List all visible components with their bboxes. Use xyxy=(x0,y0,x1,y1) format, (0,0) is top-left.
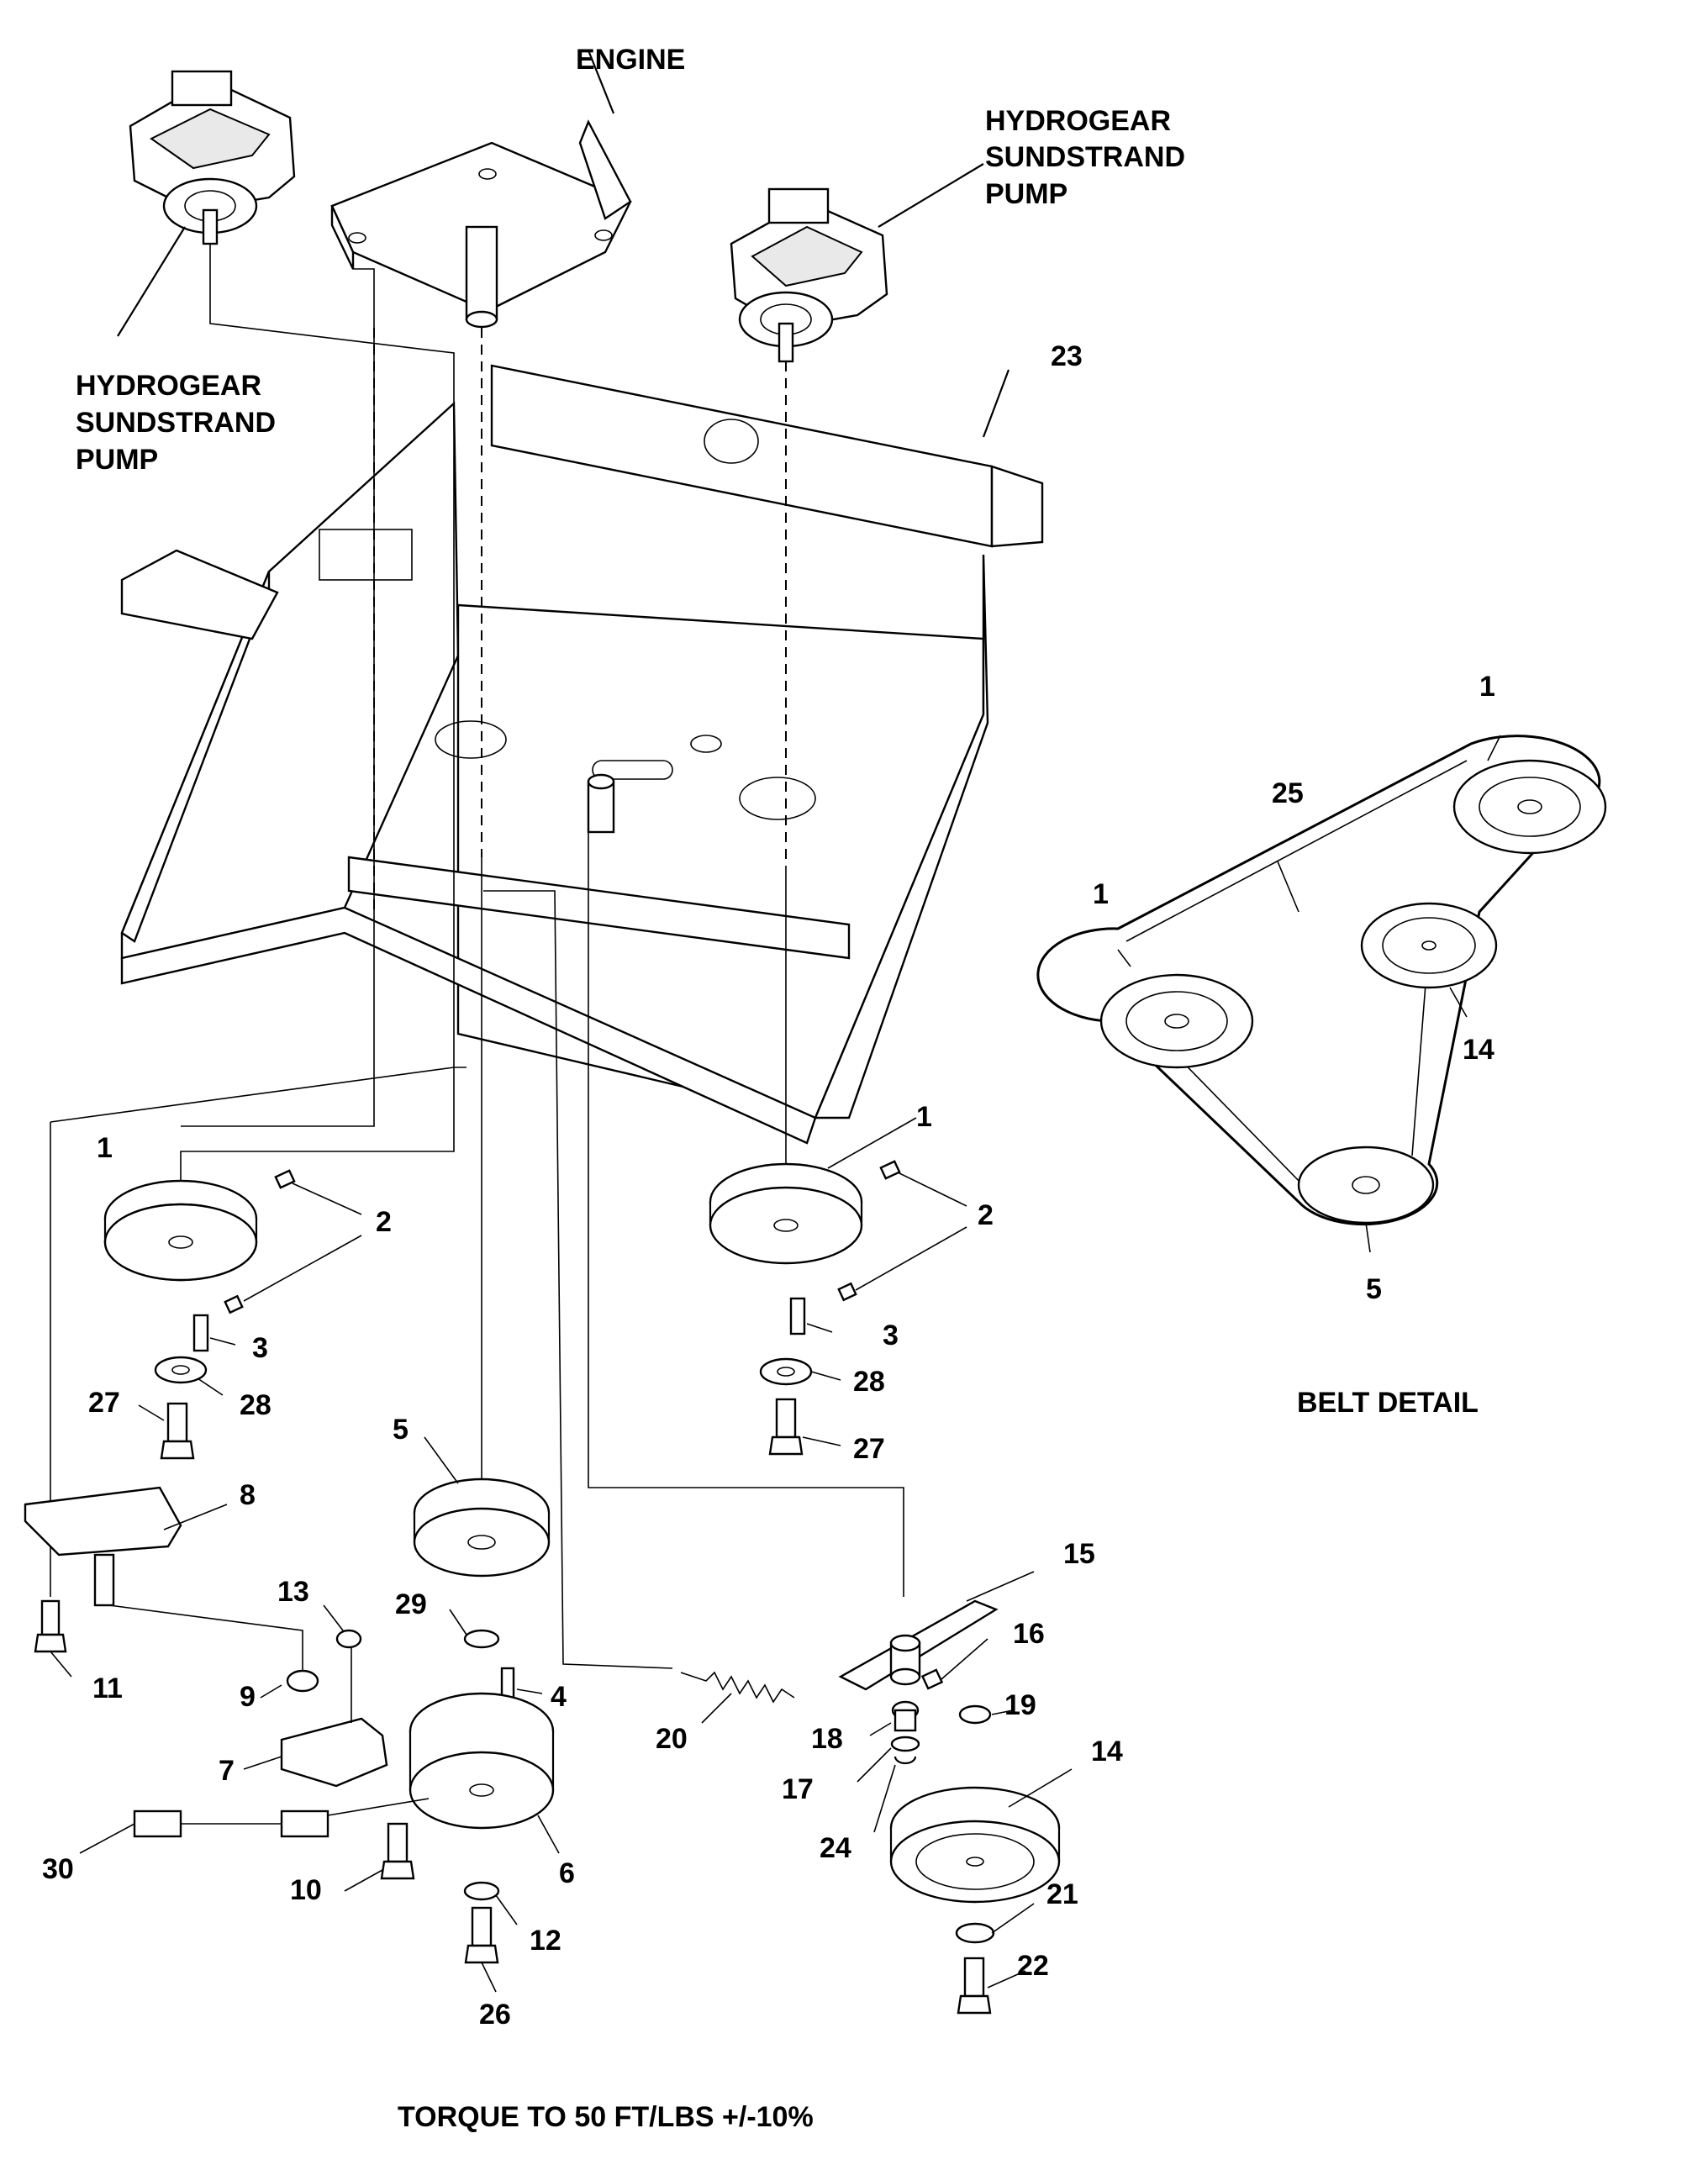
belt-detail xyxy=(1036,735,1607,1253)
callout-27-left: 27 xyxy=(88,1387,120,1419)
center-pulley-and-clutch xyxy=(409,1436,560,1993)
engine-mount-plate xyxy=(330,50,632,329)
torque-note: TORQUE TO 50 FT/LBS +/-10% xyxy=(398,2101,814,2133)
callout-4: 4 xyxy=(551,1681,567,1713)
callout-8: 8 xyxy=(240,1479,256,1511)
anchor-bracket-and-bolts xyxy=(79,1604,430,1892)
callout-16: 16 xyxy=(1013,1618,1045,1650)
belt-detail-label: BELT DETAIL xyxy=(1297,1387,1479,1419)
callout-18: 18 xyxy=(811,1723,843,1755)
callout-13: 13 xyxy=(277,1576,309,1608)
callout-11: 11 xyxy=(92,1672,123,1704)
callout-14: 14 xyxy=(1091,1736,1123,1767)
engine-label: ENGINE xyxy=(576,44,685,76)
callout-7: 7 xyxy=(219,1755,235,1787)
callout-2-left: 2 xyxy=(376,1206,392,1238)
callout-29: 29 xyxy=(395,1588,427,1620)
right-pulley-assembly xyxy=(709,1117,967,1456)
callout-10: 10 xyxy=(290,1874,322,1906)
callout-20: 20 xyxy=(656,1723,688,1755)
callout-21: 21 xyxy=(1046,1878,1078,1910)
pump-right-label-line1: HYDROGEAR xyxy=(985,105,1171,137)
callout-5-belt: 5 xyxy=(1366,1273,1382,1305)
callout-3-left: 3 xyxy=(252,1332,268,1364)
callout-1-belt-top: 1 xyxy=(1479,671,1495,703)
pump-right-label-line3: PUMP xyxy=(985,178,1068,210)
callout-14-belt: 14 xyxy=(1463,1034,1494,1066)
frame-weldment xyxy=(120,364,1044,1145)
left-hydrogear-pump xyxy=(117,70,296,337)
heading-labels: ENGINE HYDROGEAR SUNDSTRAND PUMP HYDROGE… xyxy=(76,44,1479,2133)
callout-27-right: 27 xyxy=(853,1433,885,1465)
callout-1-belt-left: 1 xyxy=(1093,878,1109,910)
callout-1-right: 1 xyxy=(916,1101,932,1133)
callout-24: 24 xyxy=(820,1832,851,1864)
callout-3-right: 3 xyxy=(883,1320,899,1351)
idler-arm-assembly xyxy=(680,1571,1073,2015)
callout-2-right: 2 xyxy=(978,1199,994,1231)
callout-19: 19 xyxy=(1004,1689,1036,1721)
pump-left-label-line2: SUNDSTRAND xyxy=(76,407,276,439)
callout-25: 25 xyxy=(1272,777,1304,809)
callout-12: 12 xyxy=(530,1925,561,1957)
callout-22: 22 xyxy=(1017,1950,1049,1982)
callout-23: 23 xyxy=(1051,340,1083,372)
callout-numbers: 23 1 25 1 14 5 1 2 3 27 28 1 2 3 28 27 8… xyxy=(42,340,1495,2031)
callout-15: 15 xyxy=(1063,1538,1095,1570)
pump-right-label-line2: SUNDSTRAND xyxy=(985,141,1185,173)
callout-5: 5 xyxy=(393,1414,409,1446)
callout-1-left: 1 xyxy=(97,1132,113,1164)
callout-30: 30 xyxy=(42,1853,74,1885)
pump-left-label-line1: HYDROGEAR xyxy=(76,370,261,402)
idler-bracket xyxy=(24,1486,228,1678)
left-pulley-assembly xyxy=(103,1169,362,1460)
callout-9: 9 xyxy=(240,1681,256,1713)
callout-28-right: 28 xyxy=(853,1366,885,1398)
callout-26: 26 xyxy=(479,1999,511,2031)
callout-6: 6 xyxy=(559,1857,575,1889)
callout-17: 17 xyxy=(782,1773,814,1805)
pump-left-label-line3: PUMP xyxy=(76,444,158,476)
right-hydrogear-pump xyxy=(730,163,984,363)
callout-28-left: 28 xyxy=(240,1389,271,1421)
